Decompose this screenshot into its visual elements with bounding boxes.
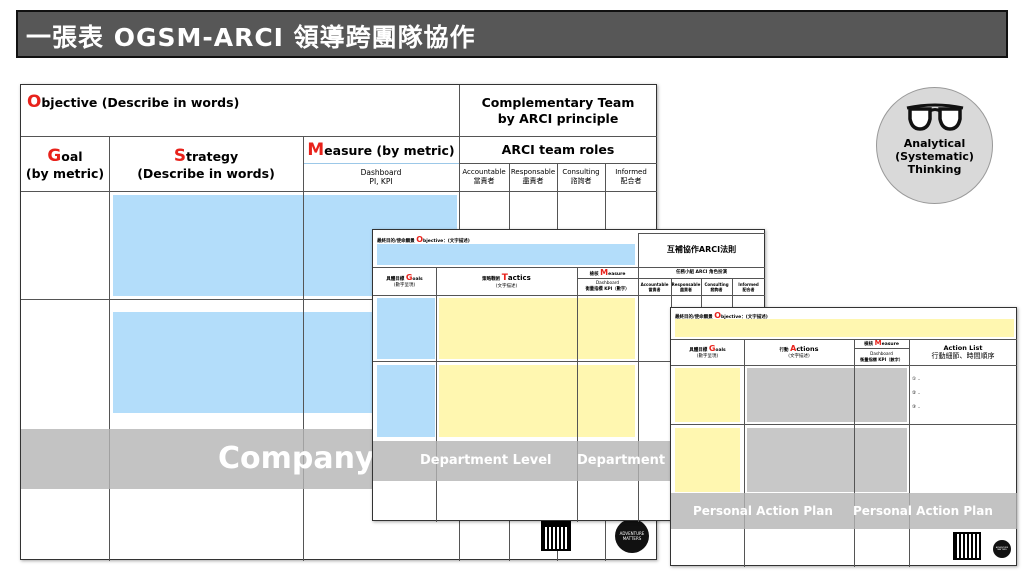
page-title: 一張表 OGSM-ARCI 領導跨團隊協作 (16, 10, 1008, 58)
brand-logo: ADVENTURE MATTERS (993, 540, 1011, 558)
action-item-1: ① .. (912, 377, 921, 382)
dept-arci-sub: 任務小組 ARCI 角色扮演 (675, 269, 728, 275)
personal-objective-box (675, 319, 1014, 337)
actions-box-1 (747, 368, 907, 422)
glasses-icon (906, 103, 963, 131)
personal-actions-header: 行動 Actions(文字描述) (779, 344, 819, 360)
personal-band: Personal Action Plan Personal Action Pla… (671, 493, 1017, 529)
objective-header: Objective (Describe in words) (27, 91, 240, 111)
goal-box-1 (377, 298, 435, 359)
actions-box-2 (747, 428, 907, 492)
qr-code (541, 523, 571, 527)
personal-objective-header: 最終目的/使命願景 Objective：(文字描述) (675, 311, 768, 320)
department-sheet: 最終目的/使命願景 Objective：(文字描述) 互補協作ARCI法則 具體… (372, 229, 765, 527)
measure-header: Measure (by metric) (307, 138, 455, 159)
objective-box (377, 244, 635, 265)
qr-code (953, 532, 981, 560)
action-item-2: ② .. (912, 391, 921, 396)
personal-sheet: 最終目的/使命願景 Objective：(文字描述) 具體目標 Goals(數字… (670, 307, 1017, 567)
action-item-3: ③ .. (912, 405, 921, 410)
dept-tactics-header: 策略戰術 Tactics(文字描述) (482, 272, 531, 289)
personal-goal-box-2 (675, 428, 740, 492)
goal-header: Goal(by metric) (25, 145, 105, 182)
brand-logo: ADVENTURE MATTERS (615, 519, 649, 553)
dept-goal-header: 具體目標 Goals(數字呈現) (386, 273, 423, 289)
personal-goal-box-1 (675, 368, 740, 422)
personal-measure-header: 檢核 Measure (864, 339, 899, 348)
qr-code (541, 521, 571, 551)
tactics-box-2 (439, 365, 635, 437)
strategy-header: Strategy(Describe in words) (137, 145, 275, 182)
analytical-thinking-badge: Analytical (Systematic) Thinking (876, 87, 993, 204)
arci-title: ARCI team roles (501, 141, 615, 157)
dept-arci-title: 互補協作ARCI法則 (666, 245, 737, 254)
goal-box-2 (377, 365, 435, 437)
personal-goal-header: 具體目標 Goals(數字呈現) (689, 344, 726, 360)
tactics-box-1 (439, 298, 635, 359)
dept-objective-header: 最終目的/使命願景 Objective：(文字描述) (377, 235, 470, 244)
dept-measure-header: 檢核 Measure (589, 267, 626, 277)
